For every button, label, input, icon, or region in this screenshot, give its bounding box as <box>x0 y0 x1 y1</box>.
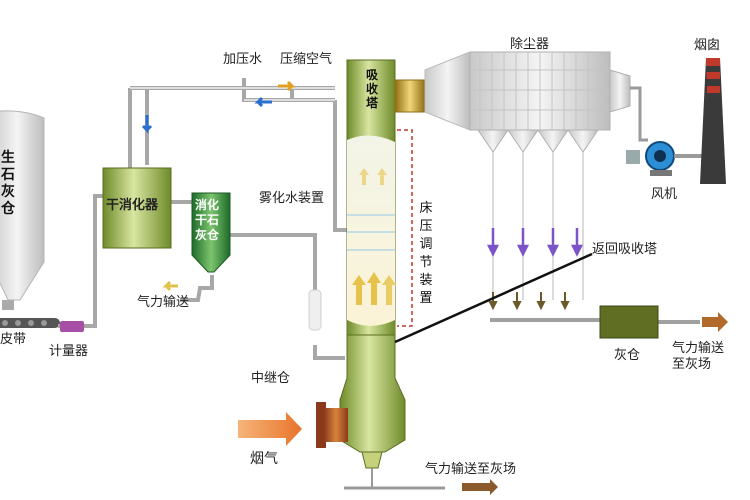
pneumatic-convey-label: 气力输送 <box>137 295 190 310</box>
chimney <box>700 58 726 184</box>
hydrated-lime-silo <box>191 192 231 273</box>
meter <box>60 321 84 332</box>
ash-silo <box>599 305 728 339</box>
belt-conveyor <box>0 318 60 328</box>
belt-label: 皮带 <box>0 332 27 347</box>
outlet-duct <box>394 51 471 131</box>
water-arrow <box>254 96 272 108</box>
flue-gas-label: 烟气 <box>250 451 278 467</box>
return-label: 返回吸收塔 <box>592 242 658 257</box>
return-flow <box>486 152 600 322</box>
absorber-label: 吸收塔 <box>365 68 378 110</box>
bottom-to-ash-label: 气力输送至灰场 <box>425 462 517 477</box>
air-arrow <box>278 80 296 92</box>
chimney-label: 烟囱 <box>694 38 721 53</box>
absorber-tower <box>339 59 445 490</box>
ash-silo-label: 灰仓 <box>614 348 641 363</box>
bed-pressure-loop <box>397 129 413 327</box>
flue-gas-inlet <box>238 402 348 448</box>
dust-collector-label: 除尘器 <box>510 37 550 52</box>
bed-pressure-label: 床压调节装置 <box>419 201 433 306</box>
bottom-ash-arrow <box>462 479 498 495</box>
dust-collector <box>469 51 631 153</box>
relay-bin-label: 中继仓 <box>251 371 291 386</box>
fan-label: 风机 <box>651 187 678 202</box>
dry-slaker <box>102 167 172 249</box>
atomizer-label: 雾化水装置 <box>259 191 325 206</box>
dry-slaker-label: 干消化器 <box>106 198 159 213</box>
water-down-arrow <box>141 115 153 134</box>
lime-silo-label: 生石灰仓 <box>1 150 15 217</box>
fan <box>626 86 705 176</box>
lime-silo <box>0 110 45 310</box>
pneumatic-to-ash-label: 气力输送至灰场 <box>672 341 725 372</box>
compressed-air-label: 压缩空气 <box>280 52 333 67</box>
hydrated-silo-label: 消化干石灰仓 <box>195 198 220 242</box>
relay-bin <box>308 289 322 331</box>
meter-label: 计量器 <box>49 344 89 359</box>
return-line <box>394 252 593 344</box>
pressurized-water-label: 加压水 <box>223 52 263 67</box>
convey-arrow <box>162 280 178 292</box>
